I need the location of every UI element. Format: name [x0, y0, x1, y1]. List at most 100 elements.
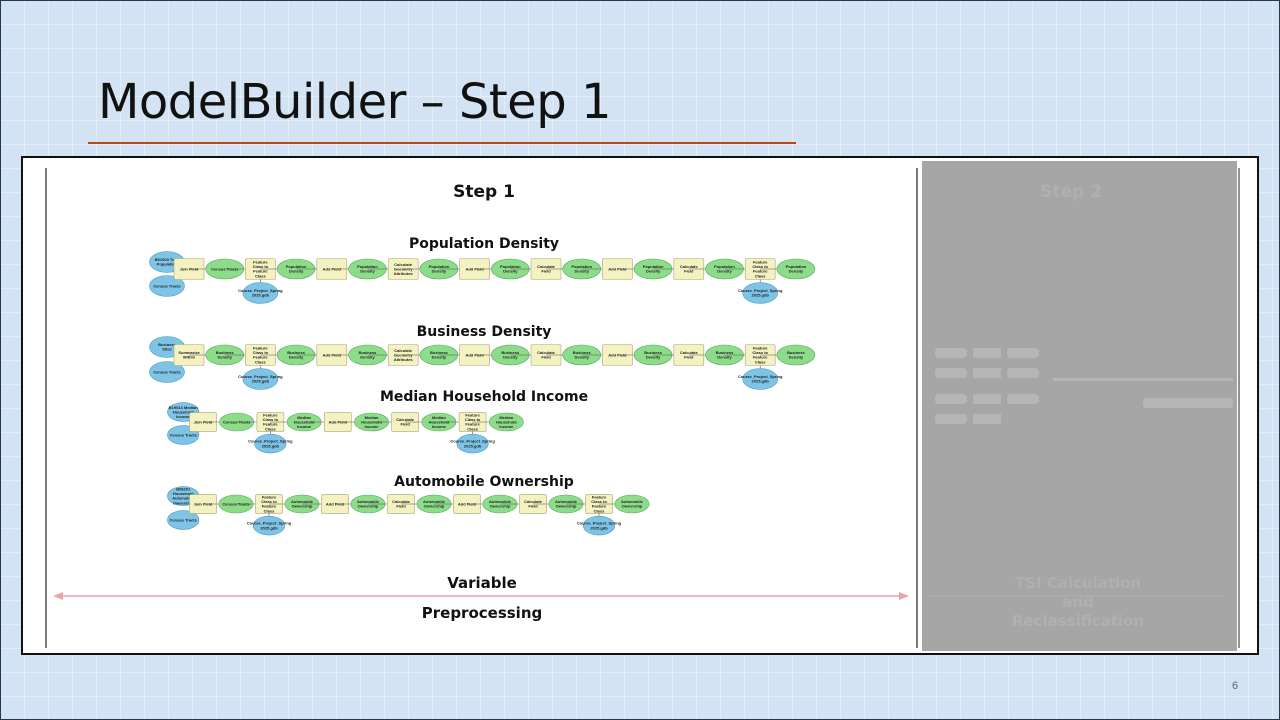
section-title: Automobile Ownership — [394, 474, 574, 490]
node-label-line: Business — [430, 350, 449, 355]
node-label-line: Field — [684, 269, 694, 274]
page-number: 6 — [1232, 680, 1239, 692]
node-label-line: Feature — [263, 413, 278, 418]
node-label-line: Field — [401, 422, 411, 427]
node-label-line: Ownership — [424, 504, 445, 509]
node-label-line: Course_Project_Spring — [577, 521, 622, 526]
node-label-line: Median — [432, 415, 446, 420]
node-label: Census Tracts — [170, 517, 198, 522]
node-label-line: 2025.gdb — [252, 293, 270, 298]
node-label-line: Feature — [465, 413, 480, 418]
node-label-line: Population — [571, 264, 592, 269]
node-label-line: Feature — [263, 422, 278, 427]
node-label-line: Course_Project_Spring — [248, 439, 293, 444]
node-label-line: Within — [183, 355, 196, 360]
node-label-line: Calculate — [396, 417, 415, 422]
node-label-line: Feature — [753, 346, 768, 351]
node-label-line: Density — [289, 355, 304, 360]
node-label-line: Class — [594, 508, 605, 513]
node-label-line: Class to — [253, 264, 269, 269]
node-label-line: Business — [158, 342, 177, 347]
node-label-line: Business — [501, 350, 520, 355]
node-label-line: Density — [574, 269, 589, 274]
node-label-line: 2025.gdb — [260, 525, 278, 530]
node-label-line: Median — [499, 415, 513, 420]
node-label: Census Tracts — [153, 369, 181, 374]
preprocessing-label: Preprocessing — [422, 604, 542, 622]
data-node — [776, 344, 816, 366]
node-label-line: Field — [528, 504, 538, 509]
node-label-line: Class — [255, 273, 266, 278]
data-node — [776, 258, 816, 280]
node-label-line: Class — [755, 273, 766, 278]
section-title: Median Household Income — [380, 389, 588, 405]
step2-label-line-2: and — [1062, 593, 1094, 611]
node-label-line: Income — [499, 424, 514, 429]
node-label-line: Business — [787, 350, 806, 355]
node-label-line: Field — [684, 355, 694, 360]
node-label-line: Calculate — [524, 499, 543, 504]
node-label-line: Feature — [753, 260, 768, 265]
node-label-line: Class — [255, 359, 266, 364]
node-label-line: Feature — [592, 495, 607, 500]
input-dataset — [167, 510, 200, 530]
node-label-line: Class to — [465, 417, 481, 422]
node-label-line: Class to — [261, 499, 277, 504]
node-label-line: Feature — [262, 495, 277, 500]
node-label-line: Class to — [591, 499, 607, 504]
node-label-line: Automobile — [621, 499, 644, 504]
node-label-line: Income — [432, 424, 447, 429]
section-title: Business Density — [417, 324, 552, 340]
node-label-line: Attributes — [394, 357, 414, 362]
slide-title: ModelBuilder – Step 1 — [98, 74, 611, 130]
section-title: Population Density — [409, 236, 559, 252]
node-label-line: Feature — [253, 260, 268, 265]
phase-arrow-left-head — [53, 592, 63, 600]
step2-panel: Step 2 TSI Calculation and Reclassificat… — [922, 161, 1240, 651]
node-label-line: 2025.gdb — [590, 525, 608, 530]
node-label-line: Ownership — [622, 504, 643, 509]
node-label-line: Census Tracts — [170, 517, 198, 522]
node-label-line: Automobile — [489, 499, 512, 504]
node-label-line: Density — [432, 269, 447, 274]
node-label-line: Sites — [162, 347, 172, 352]
node-label-line: Class to — [752, 264, 768, 269]
node-label-line: 2025.gdb — [262, 443, 280, 448]
node-label-line: 2025.gdb — [752, 293, 770, 298]
node-label-line: Feature — [253, 346, 268, 351]
node-label-line: Ownership — [358, 504, 379, 509]
node-label-line: Income — [176, 414, 191, 419]
node-label-line: Density — [503, 355, 518, 360]
node-label-line: Course_Project_Spring — [738, 374, 783, 379]
data-node — [614, 494, 650, 514]
node-label-line: 2025.gdb — [464, 443, 482, 448]
